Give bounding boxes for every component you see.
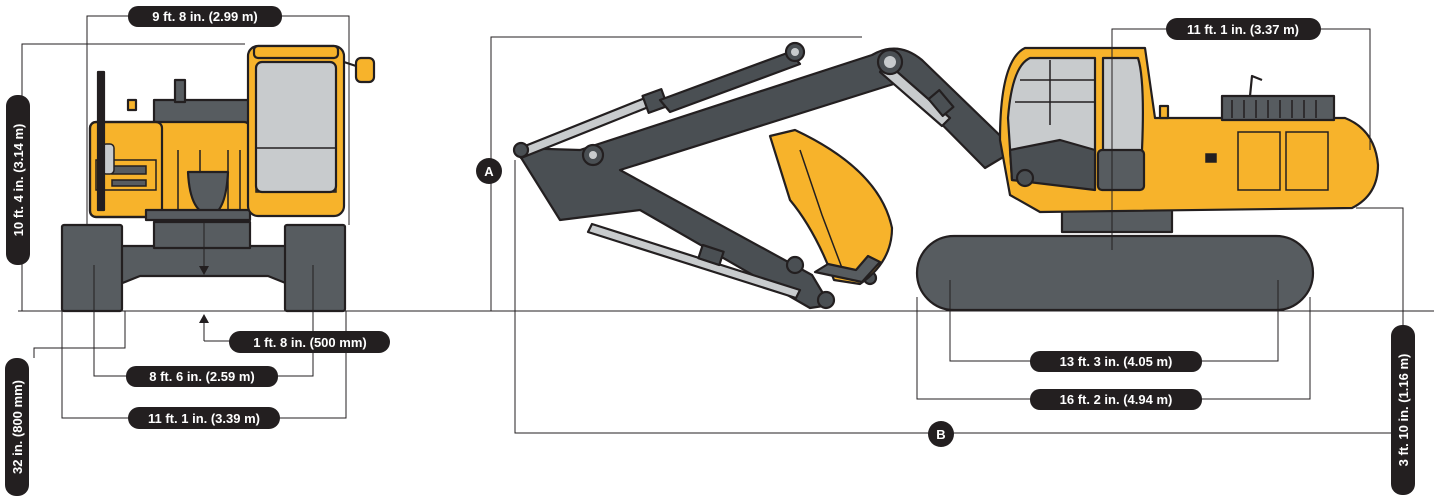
- svg-text:11 ft. 1 in. (3.39 m): 11 ft. 1 in. (3.39 m): [148, 411, 260, 426]
- marker-a: A: [476, 158, 502, 184]
- svg-text:10 ft. 4 in. (3.14 m): 10 ft. 4 in. (3.14 m): [11, 124, 26, 237]
- label-tail-swing-radius: 11 ft. 1 in. (3.37 m): [1166, 18, 1321, 40]
- label-counterweight-clearance: 3 ft. 10 in. (1.16 m): [1391, 325, 1415, 495]
- label-tumbler-length: 13 ft. 3 in. (4.05 m): [1030, 351, 1202, 372]
- marker-b: B: [928, 421, 954, 447]
- label-track-length: 16 ft. 2 in. (4.94 m): [1030, 389, 1202, 410]
- label-overall-height: 10 ft. 4 in. (3.14 m): [6, 95, 30, 265]
- svg-text:9 ft. 8 in. (2.99 m): 9 ft. 8 in. (2.99 m): [152, 9, 257, 24]
- svg-text:32 in. (800 mm): 32 in. (800 mm): [10, 380, 25, 474]
- svg-text:16 ft. 2 in. (4.94 m): 16 ft. 2 in. (4.94 m): [1060, 392, 1173, 407]
- label-cab-width: 9 ft. 8 in. (2.99 m): [128, 6, 282, 27]
- svg-text:13 ft. 3 in. (4.05 m): 13 ft. 3 in. (4.05 m): [1060, 354, 1173, 369]
- svg-text:8 ft. 6 in. (2.59 m): 8 ft. 6 in. (2.59 m): [149, 369, 254, 384]
- label-ground-clearance: 1 ft. 8 in. (500 mm): [229, 331, 390, 353]
- svg-text:B: B: [936, 427, 945, 442]
- side-track: [915, 234, 1315, 312]
- bucket: [768, 128, 894, 286]
- svg-text:3 ft. 10 in. (1.16 m): 3 ft. 10 in. (1.16 m): [1396, 354, 1411, 467]
- svg-text:A: A: [484, 164, 494, 179]
- label-track-gauge: 8 ft. 6 in. (2.59 m): [126, 366, 278, 387]
- label-shoe-width: 32 in. (800 mm): [5, 358, 29, 496]
- svg-text:11 ft. 1 in. (3.37 m): 11 ft. 1 in. (3.37 m): [1187, 22, 1299, 37]
- front-left-track: [60, 223, 124, 313]
- svg-text:1 ft. 8 in. (500 mm): 1 ft. 8 in. (500 mm): [253, 335, 366, 350]
- front-right-track: [283, 223, 347, 313]
- side-view-excavator: [512, 41, 1380, 312]
- label-track-width: 11 ft. 1 in. (3.39 m): [128, 407, 280, 429]
- front-view-excavator: [60, 44, 376, 341]
